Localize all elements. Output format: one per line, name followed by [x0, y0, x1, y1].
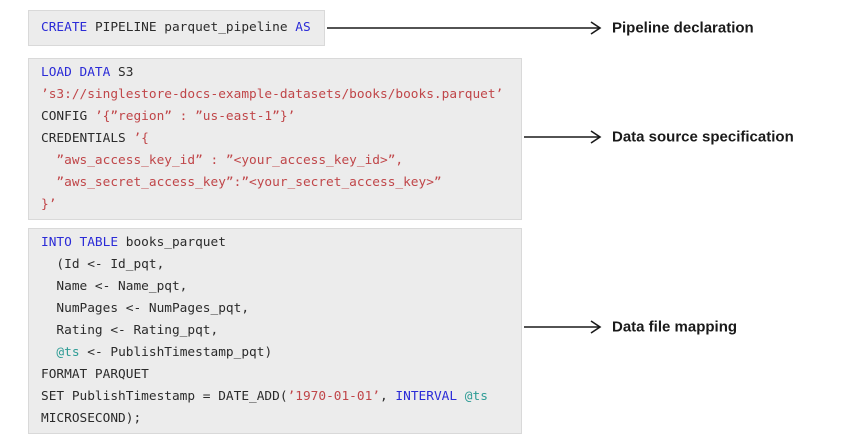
code-line: ”aws_secret_access_key”:”<your_secret_ac…: [41, 172, 509, 194]
code-token-str: ’{”region” : ”us-east-1”}’: [94, 109, 296, 124]
code-token-plain: Rating <- Rating_pqt,: [41, 323, 219, 338]
code-line: SET PublishTimestamp = DATE_ADD(’1970-01…: [41, 386, 509, 408]
annotation-pipeline-declaration: Pipeline declaration: [612, 19, 754, 37]
code-line: CREATE PIPELINE parquet_pipeline AS: [41, 17, 312, 39]
code-token-kw: CREATE: [41, 20, 88, 35]
code-token-plain: [457, 389, 465, 404]
code-line: FORMAT PARQUET: [41, 364, 509, 386]
code-line: (Id <- Id_pqt,: [41, 254, 509, 276]
code-line: CONFIG ’{”region” : ”us-east-1”}’: [41, 106, 509, 128]
code-token-str: ”aws_secret_access_key”:”<your_secret_ac…: [41, 175, 442, 190]
code-line: MICROSECOND);: [41, 408, 509, 430]
code-token-plain: S3: [110, 65, 134, 80]
code-token-plain: PIPELINE parquet_pipeline: [87, 20, 296, 35]
code-line: }’: [41, 194, 509, 216]
code-line: ’s3://singlestore-docs-example-datasets/…: [41, 84, 509, 106]
code-line: ”aws_access_key_id” : ”<your_access_key_…: [41, 150, 509, 172]
code-token-var: @ts: [464, 389, 488, 404]
arrow-connector-pipeline-declaration: [327, 21, 602, 35]
code-token-plain: [41, 345, 56, 360]
code-token-plain: (Id <- Id_pqt,: [41, 257, 165, 272]
code-line: @ts <- PublishTimestamp_pqt): [41, 342, 509, 364]
annotation-data-file-mapping: Data file mapping: [612, 318, 738, 336]
code-token-str: }’: [41, 197, 57, 212]
code-line: INTO TABLE books_parquet: [41, 232, 509, 254]
code-block-pipeline-declaration: CREATE PIPELINE parquet_pipeline AS: [28, 10, 325, 46]
code-line: LOAD DATA S3: [41, 62, 509, 84]
code-token-plain: CONFIG: [41, 109, 95, 124]
code-token-kw: INTO TABLE: [41, 235, 119, 250]
code-token-kw: AS: [295, 20, 311, 35]
code-token-str: ’s3://singlestore-docs-example-datasets/…: [41, 87, 504, 102]
code-line: NumPages <- NumPages_pqt,: [41, 298, 509, 320]
arrow-connector-data-source-specification: [524, 130, 602, 144]
arrow-connector-data-file-mapping: [524, 320, 602, 334]
code-token-kw: INTERVAL: [395, 389, 458, 404]
annotation-data-source-specification: Data source specification: [612, 128, 794, 146]
code-block-data-source-specification: LOAD DATA S3 ’s3://singlestore-docs-examp…: [28, 58, 522, 220]
code-line: CREDENTIALS ’{: [41, 128, 509, 150]
code-token-plain: books_parquet: [118, 235, 226, 250]
code-token-plain: SET PublishTimestamp = DATE_ADD(: [41, 389, 288, 404]
code-line: Name <- Name_pqt,: [41, 276, 509, 298]
code-token-plain: CREDENTIALS: [41, 131, 134, 146]
code-token-str: ’1970-01-01’: [287, 389, 380, 404]
code-line: Rating <- Rating_pqt,: [41, 320, 509, 342]
code-token-plain: FORMAT PARQUET: [41, 367, 149, 382]
code-token-str: ”aws_access_key_id” : ”<your_access_key_…: [41, 153, 404, 168]
code-token-plain: MICROSECOND);: [41, 411, 142, 426]
code-token-var: @ts: [56, 345, 80, 360]
code-token-plain: Name <- Name_pqt,: [41, 279, 188, 294]
code-token-plain: <- PublishTimestamp_pqt): [79, 345, 273, 360]
code-token-plain: ,: [380, 389, 396, 404]
code-token-plain: NumPages <- NumPages_pqt,: [41, 301, 250, 316]
code-token-str: ’{: [133, 131, 149, 146]
code-block-data-file-mapping: INTO TABLE books_parquet (Id <- Id_pqt, …: [28, 228, 522, 434]
code-token-kw: LOAD DATA: [41, 65, 111, 80]
